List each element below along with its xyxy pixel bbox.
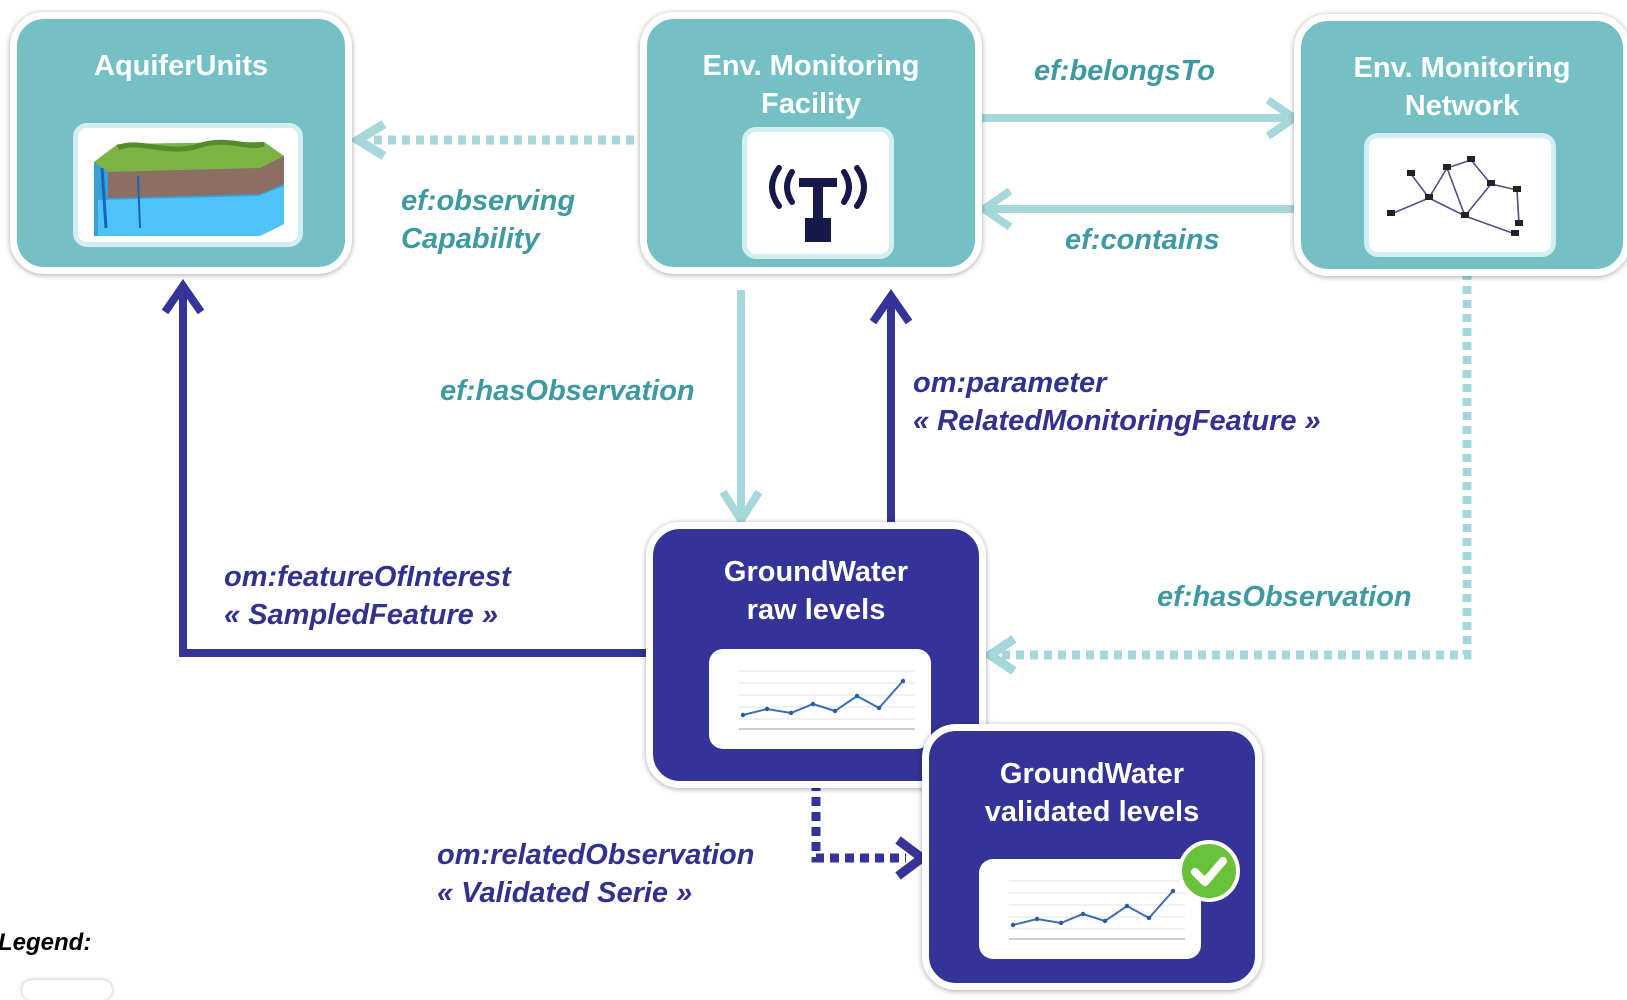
label-parameter-line2: « RelatedMonitoringFeature » [913, 405, 1321, 437]
checkmark-icon [1178, 840, 1240, 902]
edge-parameter [869, 288, 913, 524]
line-chart-icon [739, 670, 915, 730]
validated-chart-image [979, 859, 1201, 959]
label-contains: ef:contains [1065, 224, 1220, 256]
node-title-line2: Facility [761, 88, 861, 120]
label-related-observation-line1: om:relatedObservation [437, 839, 755, 871]
antenna-tower-icon [769, 165, 867, 242]
edge-observing-capability [349, 120, 648, 160]
legend-title: Legend: [0, 929, 92, 956]
node-title-line1: GroundWater [999, 758, 1185, 790]
node-title-line1: Env. Monitoring [702, 50, 920, 82]
edge-has-observation-facility [719, 290, 763, 528]
label-observing-capability-line2: Capability [401, 223, 540, 255]
label-has-observation-facility: ef:hasObservation [440, 375, 695, 407]
edge-has-observation-network [981, 272, 1472, 675]
edge-belongs-to [982, 96, 1302, 140]
label-feature-of-interest-line1: om:featureOfInterest [224, 561, 511, 593]
node-monitoring-facility[interactable]: Env. Monitoring Facility [640, 12, 982, 274]
node-validated-levels[interactable]: GroundWater validated levels [922, 724, 1262, 990]
network-graph-icon [1387, 156, 1523, 236]
node-title: AquiferUnits [94, 50, 268, 82]
raw-chart-image [709, 649, 931, 749]
label-belongs-to: ef:belongsTo [1034, 55, 1215, 87]
label-parameter-line1: om:parameter [913, 367, 1107, 399]
label-has-observation-network: ef:hasObservation [1157, 581, 1412, 613]
aquifer-image [73, 123, 303, 247]
edge-related-observation [811, 782, 930, 880]
legend-swatch [22, 980, 112, 1000]
node-title-line1: GroundWater [723, 556, 909, 588]
node-title-line1: Env. Monitoring [1353, 52, 1571, 84]
label-feature-of-interest-line2: « SampledFeature » [224, 599, 498, 631]
node-monitoring-network[interactable]: Env. Monitoring Network [1294, 14, 1627, 276]
node-aquifer-units[interactable]: AquiferUnits [10, 12, 352, 274]
network-image [1364, 133, 1556, 257]
edge-feature-of-interest [161, 278, 654, 657]
edge-contains [976, 187, 1302, 231]
label-observing-capability-line1: ef:observing [401, 185, 576, 217]
aquifer-landscape-icon [94, 139, 284, 236]
node-title-line2: validated levels [984, 796, 1200, 828]
label-related-observation-line2: « Validated Serie » [437, 877, 693, 909]
antenna-image [742, 127, 894, 259]
line-chart-icon [1009, 880, 1185, 940]
node-title-line2: Network [1404, 90, 1520, 122]
node-title-line2: raw levels [746, 594, 886, 626]
